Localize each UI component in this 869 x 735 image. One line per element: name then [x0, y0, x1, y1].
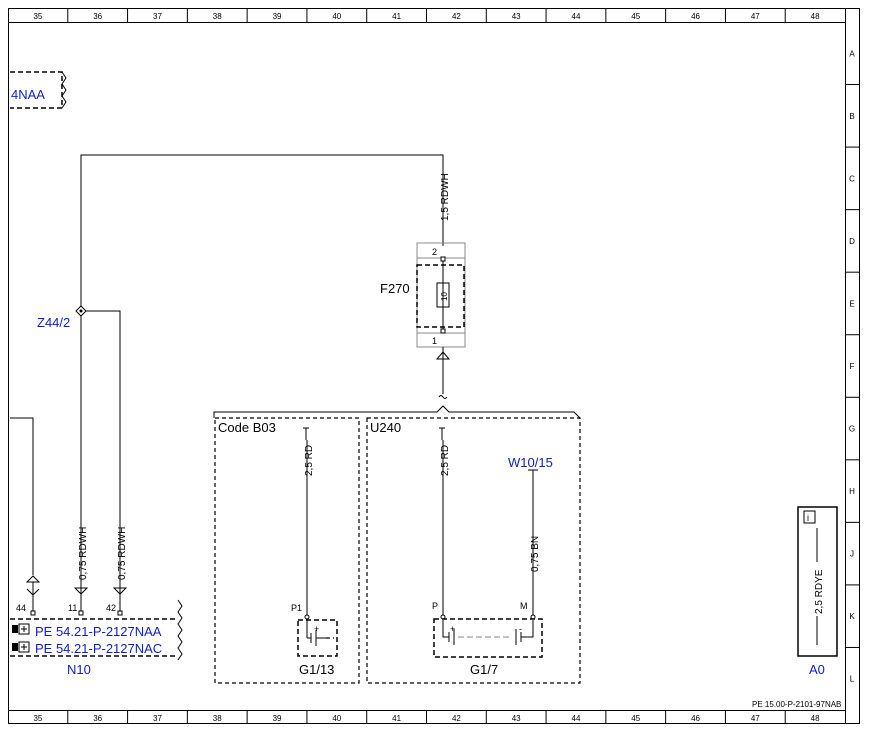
grid-column-label: 44	[572, 12, 581, 21]
grid-row-label: G	[849, 425, 855, 434]
grid-column-label: 36	[93, 12, 102, 21]
variant-bracket	[213, 405, 581, 419]
info-icon: i	[807, 513, 809, 523]
n10-pin-11: 11	[68, 603, 77, 613]
wire-top: 1,5 RDWH	[80, 154, 451, 312]
grid-column-label: 41	[392, 714, 401, 723]
fuse-f270: 10 2 1 F270	[380, 242, 466, 399]
wire-label-top: 1,5 RDWH	[440, 173, 451, 221]
code-b03-label: Code B03	[218, 420, 276, 435]
column-index-bottom: 35 36 37 38 39 40 41 42 43 44 45 46 47 48	[33, 710, 820, 724]
wire-label-n10-b: 0,75 RDWH	[117, 527, 128, 580]
grid-column-label: 39	[273, 714, 282, 723]
n10-pin-44: 44	[16, 603, 26, 613]
fuse-pin-1: 1	[432, 336, 437, 346]
grid-row-label: B	[849, 112, 854, 121]
grid-column-label: 45	[631, 714, 640, 723]
grid-column-label: 47	[751, 12, 760, 21]
ref-icon-1	[12, 623, 30, 635]
pin-p: P	[432, 601, 438, 611]
splice-z44: Z44/2 0,75 RDWH 0,75 RDWH	[10, 305, 128, 583]
grid-column-label: 42	[452, 714, 461, 723]
grid-row-label: A	[849, 49, 855, 58]
grid-column-label: 35	[33, 714, 42, 723]
battery-g17-label: G1/7	[470, 662, 498, 677]
grid-column-label: 46	[691, 12, 700, 21]
grid-column-label: 41	[392, 12, 401, 21]
pin-m: M	[520, 601, 528, 611]
grid-column-label: 38	[213, 12, 222, 21]
grid-column-label: 40	[332, 12, 341, 21]
ref-4naa-label: 4NAA	[11, 87, 45, 102]
group-code-b03: Code B03 2,5 RD P1 + G1/13	[214, 417, 360, 684]
page-reference: PE 15.00-P-2101-97NAB	[752, 700, 841, 709]
grid-column-label: 48	[811, 714, 820, 723]
grid-column-label: 48	[811, 12, 820, 21]
group-u240: U240 2,5 RD W10/15 0,75 BN P M + - G1/7	[366, 417, 581, 684]
connector-w10-label: W10/15	[508, 455, 553, 470]
ref-icon-2	[12, 641, 30, 653]
module-n10: 44 11 42 PE 54.21-P-2127NAA PE 54.21-P-2…	[10, 575, 183, 677]
grid-column-label: 37	[153, 714, 162, 723]
grid-column-label: 37	[153, 12, 162, 21]
grid-column-label: 36	[93, 714, 102, 723]
g113-plus: +	[314, 624, 319, 634]
g17-minus: -	[519, 624, 522, 634]
grid-column-label: 38	[213, 714, 222, 723]
grid-column-label: 46	[691, 714, 700, 723]
grid-row-label: L	[850, 675, 855, 684]
module-n10-label: N10	[67, 662, 91, 677]
ref-box-4naa: 4NAA	[10, 71, 67, 109]
u240-label: U240	[370, 420, 401, 435]
grid-column-label: 44	[572, 714, 581, 723]
grid-row-label: H	[849, 487, 855, 496]
grid-row-label: E	[849, 299, 854, 308]
grid-column-label: 43	[512, 12, 521, 21]
grid-column-label: 43	[512, 714, 521, 723]
battery-g113-label: G1/13	[299, 662, 334, 677]
grid-row-label: K	[849, 612, 855, 621]
n10-pin-42: 42	[106, 603, 116, 613]
grid-column-label: 39	[273, 12, 282, 21]
splice-z44-label: Z44/2	[37, 315, 70, 330]
wire-label-g113: 2,5 RD	[304, 445, 315, 476]
grid-column-label: 35	[33, 12, 42, 21]
component-a0: i 2,5 RDYE A0	[797, 506, 838, 677]
wire-label-a0: 2,5 RDYE	[814, 569, 825, 614]
wire-label-bn: 0,75 BN	[530, 536, 541, 572]
grid-row-label: D	[849, 237, 855, 246]
pin-p1: P1	[291, 603, 302, 613]
wire-label-g17: 2,5 RD	[440, 445, 451, 476]
fuse-rating: 10	[440, 292, 449, 301]
wire-label-n10-a: 0,75 RDWH	[78, 527, 89, 580]
grid-row-label: J	[850, 550, 854, 559]
grid-row-label: C	[849, 174, 855, 183]
grid-row-label: F	[850, 362, 855, 371]
component-a0-label: A0	[809, 662, 825, 677]
drawing-frame	[8, 8, 860, 724]
ref-link-naa[interactable]: PE 54.21-P-2127NAA	[35, 624, 162, 639]
grid-column-label: 40	[332, 714, 341, 723]
grid-column-label: 42	[452, 12, 461, 21]
grid-column-label: 45	[631, 12, 640, 21]
grid-column-label: 47	[751, 714, 760, 723]
row-index-right: A B C D E F G H J K L	[845, 49, 860, 684]
g17-plus: +	[450, 624, 455, 634]
fuse-label: F270	[380, 281, 410, 296]
ref-link-nac[interactable]: PE 54.21-P-2127NAC	[35, 641, 162, 656]
column-index-top: 35 36 37 38 39 40 41 42 43 44 45 46 47 48	[33, 8, 820, 22]
fuse-pin-2: 2	[432, 247, 437, 257]
